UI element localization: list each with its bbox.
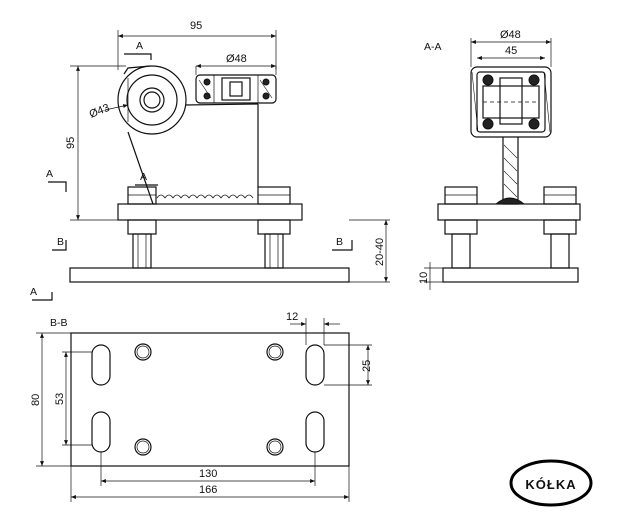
left-bolt-stack	[127, 186, 157, 269]
view-label-aa: A-A	[424, 41, 442, 53]
dim-width-166: 166	[199, 484, 217, 496]
hole-1	[134, 343, 152, 361]
section-a-bottom: A	[30, 286, 37, 298]
section-b-left: B	[57, 236, 64, 248]
section-view-aa: A-A	[418, 29, 581, 290]
slot-top-right	[305, 344, 325, 386]
section-view-bb: B-B 12 25 80 53	[30, 311, 373, 502]
hole-3	[134, 438, 152, 456]
right-bolt-stack	[257, 186, 291, 269]
upper-plate-aa	[437, 203, 581, 221]
dim-height-53: 53	[54, 393, 66, 405]
section-a-mid: A	[140, 171, 147, 183]
kolka-logo: KÓŁKA	[509, 459, 593, 507]
upper-plate-side	[117, 203, 303, 221]
base-plate-aa	[442, 267, 579, 283]
dim-width-95: 95	[190, 20, 202, 32]
base-plate-side	[69, 267, 350, 283]
section-b-right: B	[336, 236, 343, 248]
aa-wheel	[470, 66, 552, 138]
logo-text: KÓŁKA	[525, 477, 576, 492]
dim-height-2040: 20-40	[374, 238, 386, 266]
hole-2	[266, 343, 284, 361]
hole-4	[266, 438, 284, 456]
dim-height-25: 25	[361, 360, 373, 372]
dim-height-10: 10	[418, 272, 430, 284]
section-a-left: A	[46, 168, 53, 180]
wheel-front	[117, 65, 187, 135]
spring	[156, 194, 254, 199]
aa-right-bolt	[543, 186, 577, 269]
dim-width-130: 130	[199, 468, 217, 480]
dim-width-12: 12	[286, 311, 298, 323]
slot-top-left	[91, 344, 111, 386]
roller-side	[195, 74, 277, 104]
dim-dia-48-side: Ø48	[226, 53, 247, 65]
view-label-bb: B-B	[50, 317, 68, 329]
aa-left-bolt	[444, 186, 478, 269]
dim-dia-48-aa: Ø48	[500, 29, 521, 41]
dim-width-45: 45	[505, 45, 517, 57]
dim-dia-43: Ø43	[88, 102, 112, 121]
section-a-top: A	[136, 40, 143, 52]
slot-bottom-right	[305, 411, 325, 453]
side-view: 95 95 Ø43 Ø48 A A A A B B 20-40	[30, 20, 390, 301]
plate-top-view	[70, 332, 350, 467]
slot-bottom-left	[91, 411, 111, 453]
dim-height-95: 95	[65, 137, 77, 149]
dim-height-80: 80	[30, 394, 42, 406]
